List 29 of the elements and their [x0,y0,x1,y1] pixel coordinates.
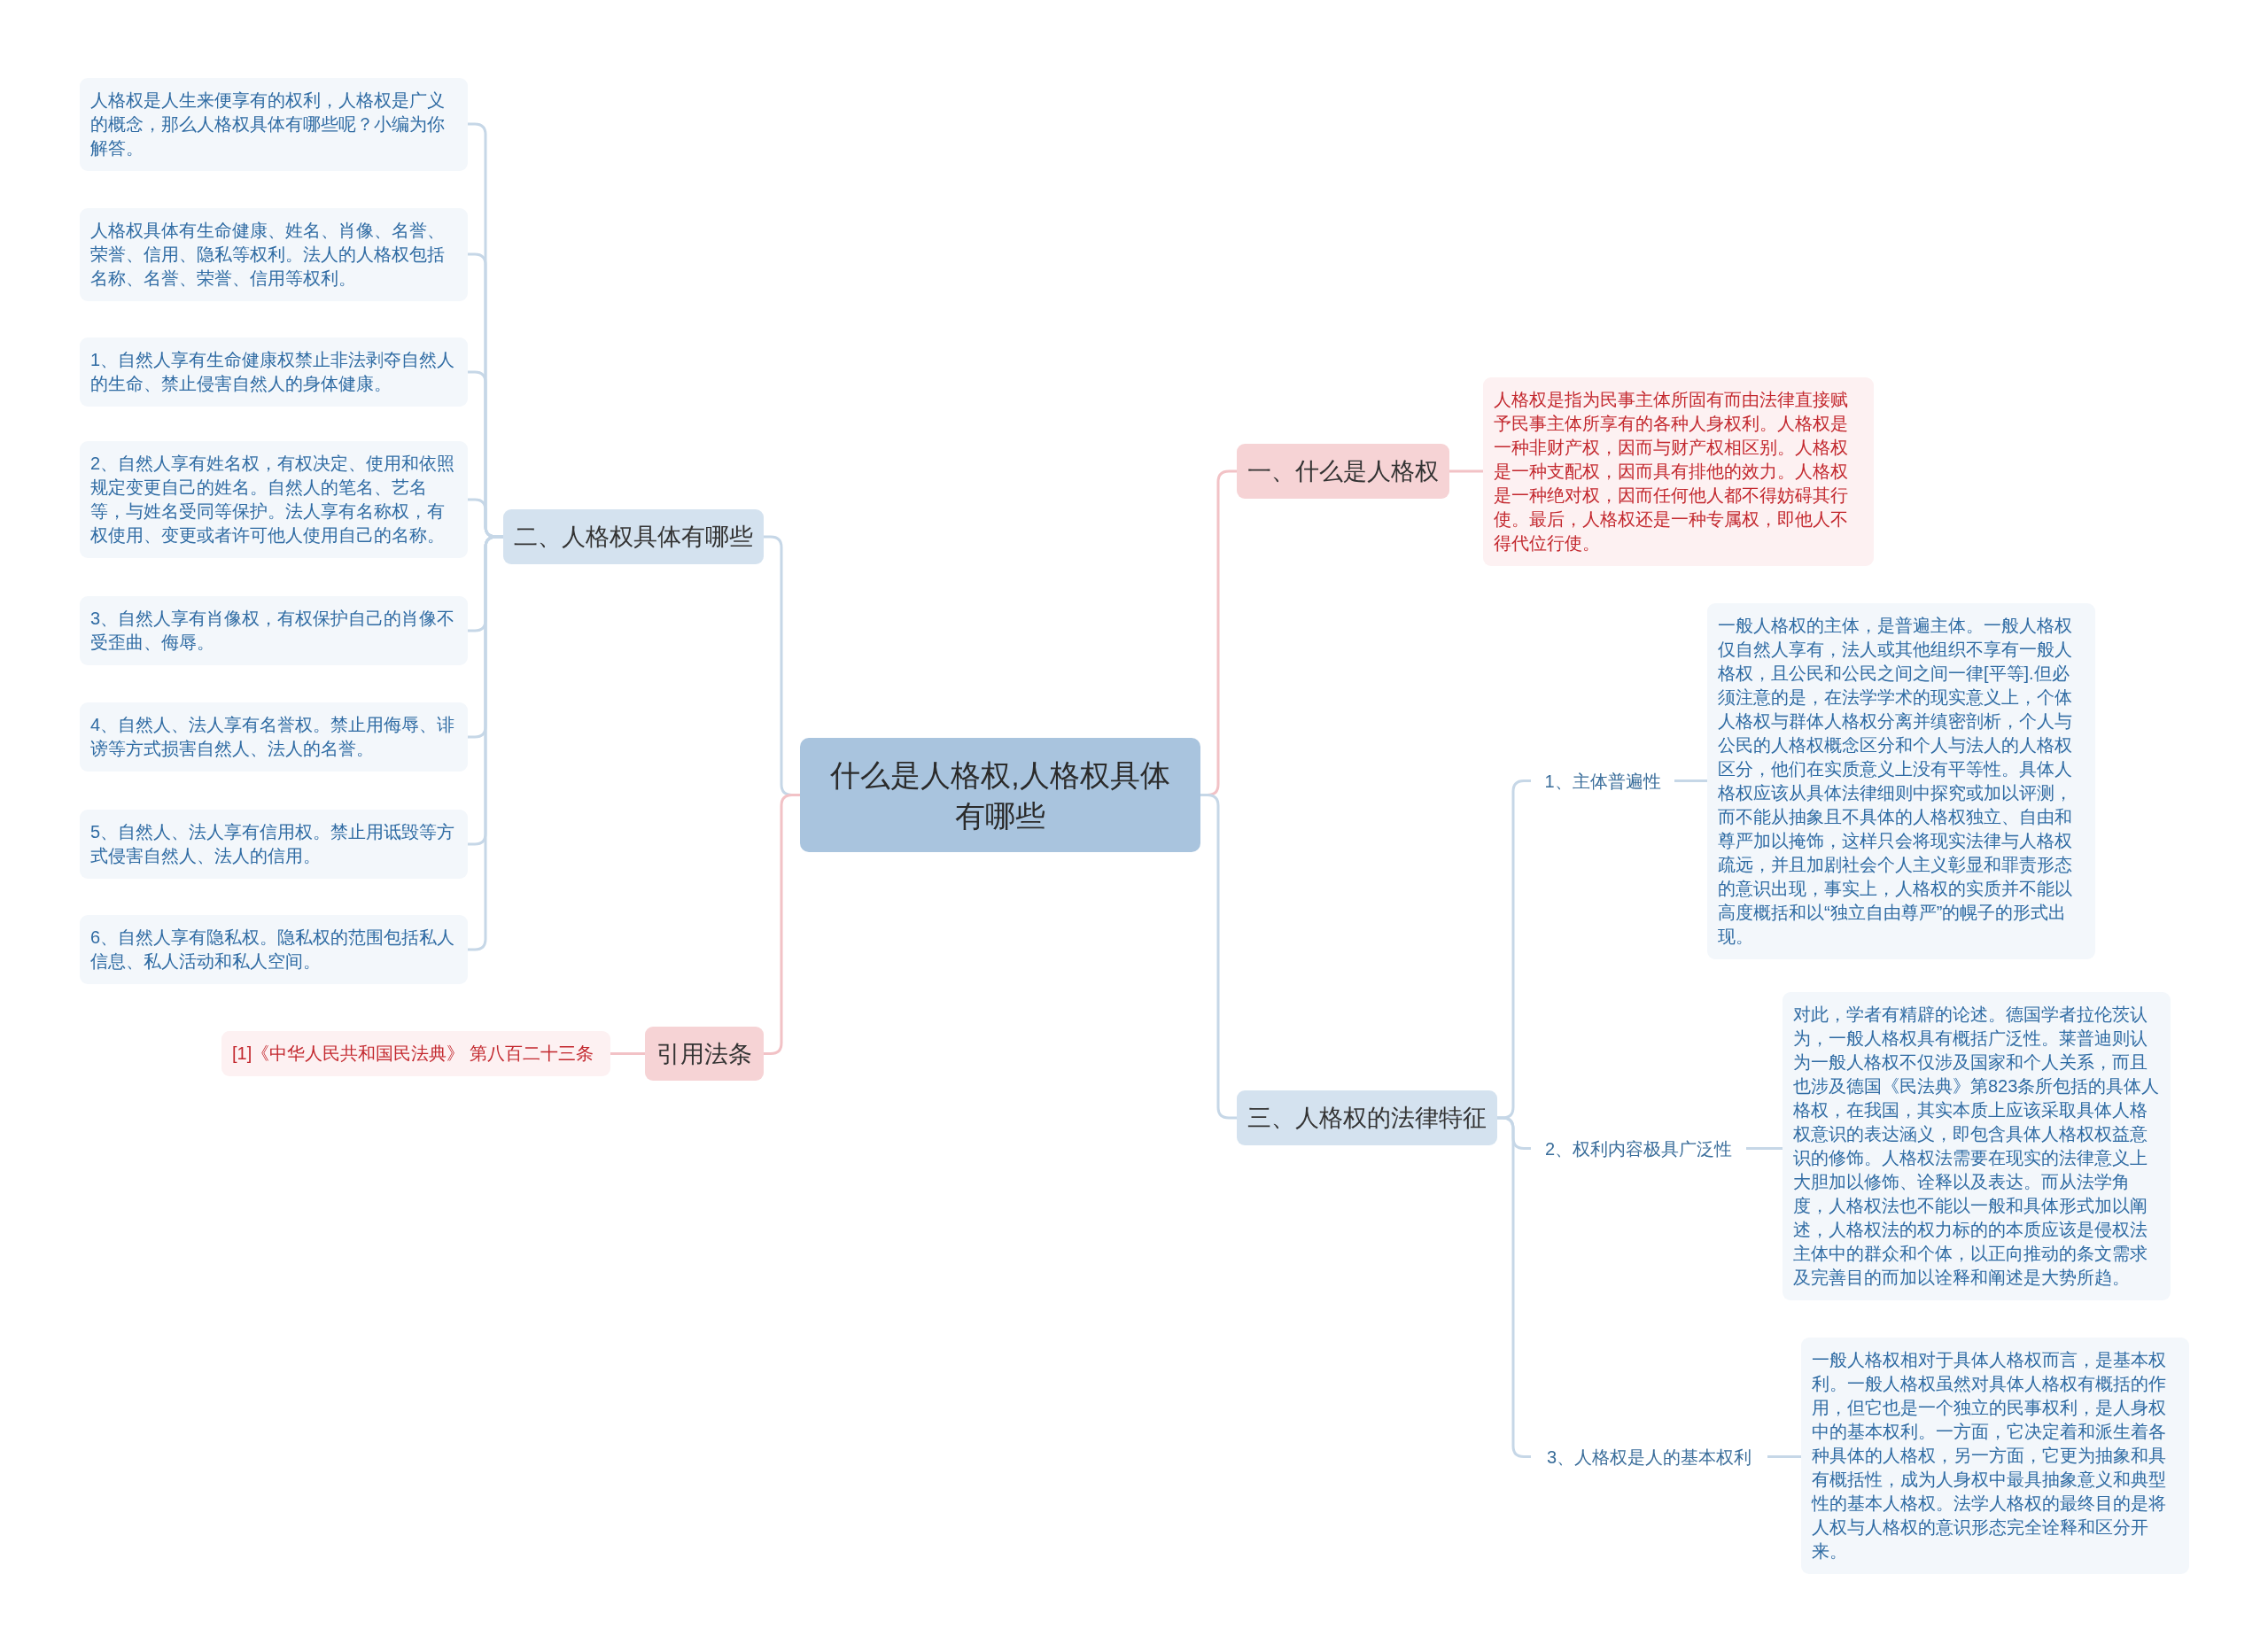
topic-box: 三、人格权的法律特征 [1237,1090,1497,1145]
connector-line [1674,779,1707,782]
connector-line [764,794,800,1055]
connector-line [610,1052,645,1055]
note-box: 人格权是人生来便享有的权利，人格权是广义的概念，那么人格权具体有哪些呢？小编为你解答。 [80,77,468,171]
connector-line [1746,1147,1783,1150]
connector-line [1767,1455,1801,1458]
subtopic-text: 2、权利内容极具广泛性 [1531,1129,1746,1167]
subtopic-text: 3、人格权是人的基本权利 [1531,1438,1767,1476]
connector-line [1449,469,1483,473]
note-box: 一般人格权的主体，是普遍主体。一般人格权仅自然人享有，法人或其他组织不享有一般人格权，且公民和公民之间之间一律[平等].但必须注意的是，在法学学术的现实意义上，个体人格权与群体人格权分离并缜密剖析，个人与公民的人格权概念区分和个人与法人的人格权区分，他们在实质意义上没有平等性。具体人格权应该从具体法律细则中探究或加以评测，而不能从抽象且不具体的人格权独立、自由和尊严加以掩饰，这样只会将现实法律与人格权疏远，并且加剧社会个人主义彰显和罪责形态的意识出现，事实上，人格权的实质并不能以高度概括和以“独立自由尊严”的幌子的形式出现。 [1707,603,2095,959]
note-box: [1]《中华人民共和国民法典》 第八百二十三条 [221,1030,610,1076]
connector-line [468,535,503,951]
note-box: 5、自然人、法人享有信用权。禁止用诋毁等方式侵害自然人、法人的信用。 [80,810,468,879]
note-box: 一般人格权相对于具体人格权而言，是基本权利。一般人格权虽然对具体人格权有概括的作用，但它也是一个独立的民事权利，是人身权中的基本权利。一方面，它决定着和派生着各种具体的人格权，另一方面，它更为抽象和具有概括性，成为人身权中最具抽象意义和典型性的基本人格权。法学人格权的最终目的是将人权与人格权的意识形态完全诠释和区分开来。 [1801,1337,2189,1574]
topic-box: 二、人格权具体有哪些 [503,509,764,564]
note-box: 对此，学者有精辟的论述。德国学者拉伦茨认为，一般人格权具有概括广泛性。莱普迪则认为一般人格权不仅涉及国家和个人关系，而且也涉及德国《民法典》第823条所包括的具体人格权，在我国，其实本质上应该采取具体人格权意识的表达涵义，即包含具体人格权权益意识的修饰。人格权法需要在现实的法律意义上大胆加以修饰、诠释以及表达。而从法学角度，人格权法也不能以一般和具体形式加以阐述，人格权法的权力标的的本质应该是侵权法主体中的群众和个体，以正向推动的条文需求及完善目的而加以诠释和阐述是大势所趋。 [1783,992,2171,1300]
note-box: 3、自然人享有肖像权，有权保护自己的肖像不受歪曲、侮辱。 [80,596,468,665]
topic-box: 一、什么是人格权 [1237,444,1449,499]
note-box: 人格权具体有生命健康、姓名、肖像、名誉、荣誉、信用、隐私等权利。法人的人格权包括名称、名誉、荣誉、信用等权利。 [80,207,468,301]
topic-box: 引用法条 [645,1027,764,1081]
note-box: 2、自然人享有姓名权，有权决定、使用和依照规定变更自己的姓名。自然人的笔名、艺名等，与姓名受同等保护。法人享有名称权，有权使用、变更或者许可他人使用自己的名称。 [80,441,468,558]
central-topic-box: 什么是人格权,人格权具体有哪些 [800,738,1200,852]
subtopic-text: 1、主体普遍性 [1531,762,1674,800]
note-box: 6、自然人享有隐私权。隐私权的范围包括私人信息、私人活动和私人空间。 [80,915,468,984]
connector-line [1200,794,1237,1120]
note-box: 人格权是指为民事主体所固有而由法律直接赋予民事主体所享有的各种人身权利。人格权是一种非财产权，因而与财产权相区别。人格权是一种支配权，因而具有排他的效力。人格权是一种绝对权，因而任何他人都不得妨碍其行使。最后，人格权还是一种专属权，即他人不得代位行使。 [1483,376,1874,566]
note-box: 1、自然人享有生命健康权禁止非法剥夺自然人的生命、禁止侵害自然人的身体健康。 [80,337,468,407]
note-box: 4、自然人、法人享有名誉权。禁止用侮辱、诽谤等方式损害自然人、法人的名誉。 [80,702,468,772]
